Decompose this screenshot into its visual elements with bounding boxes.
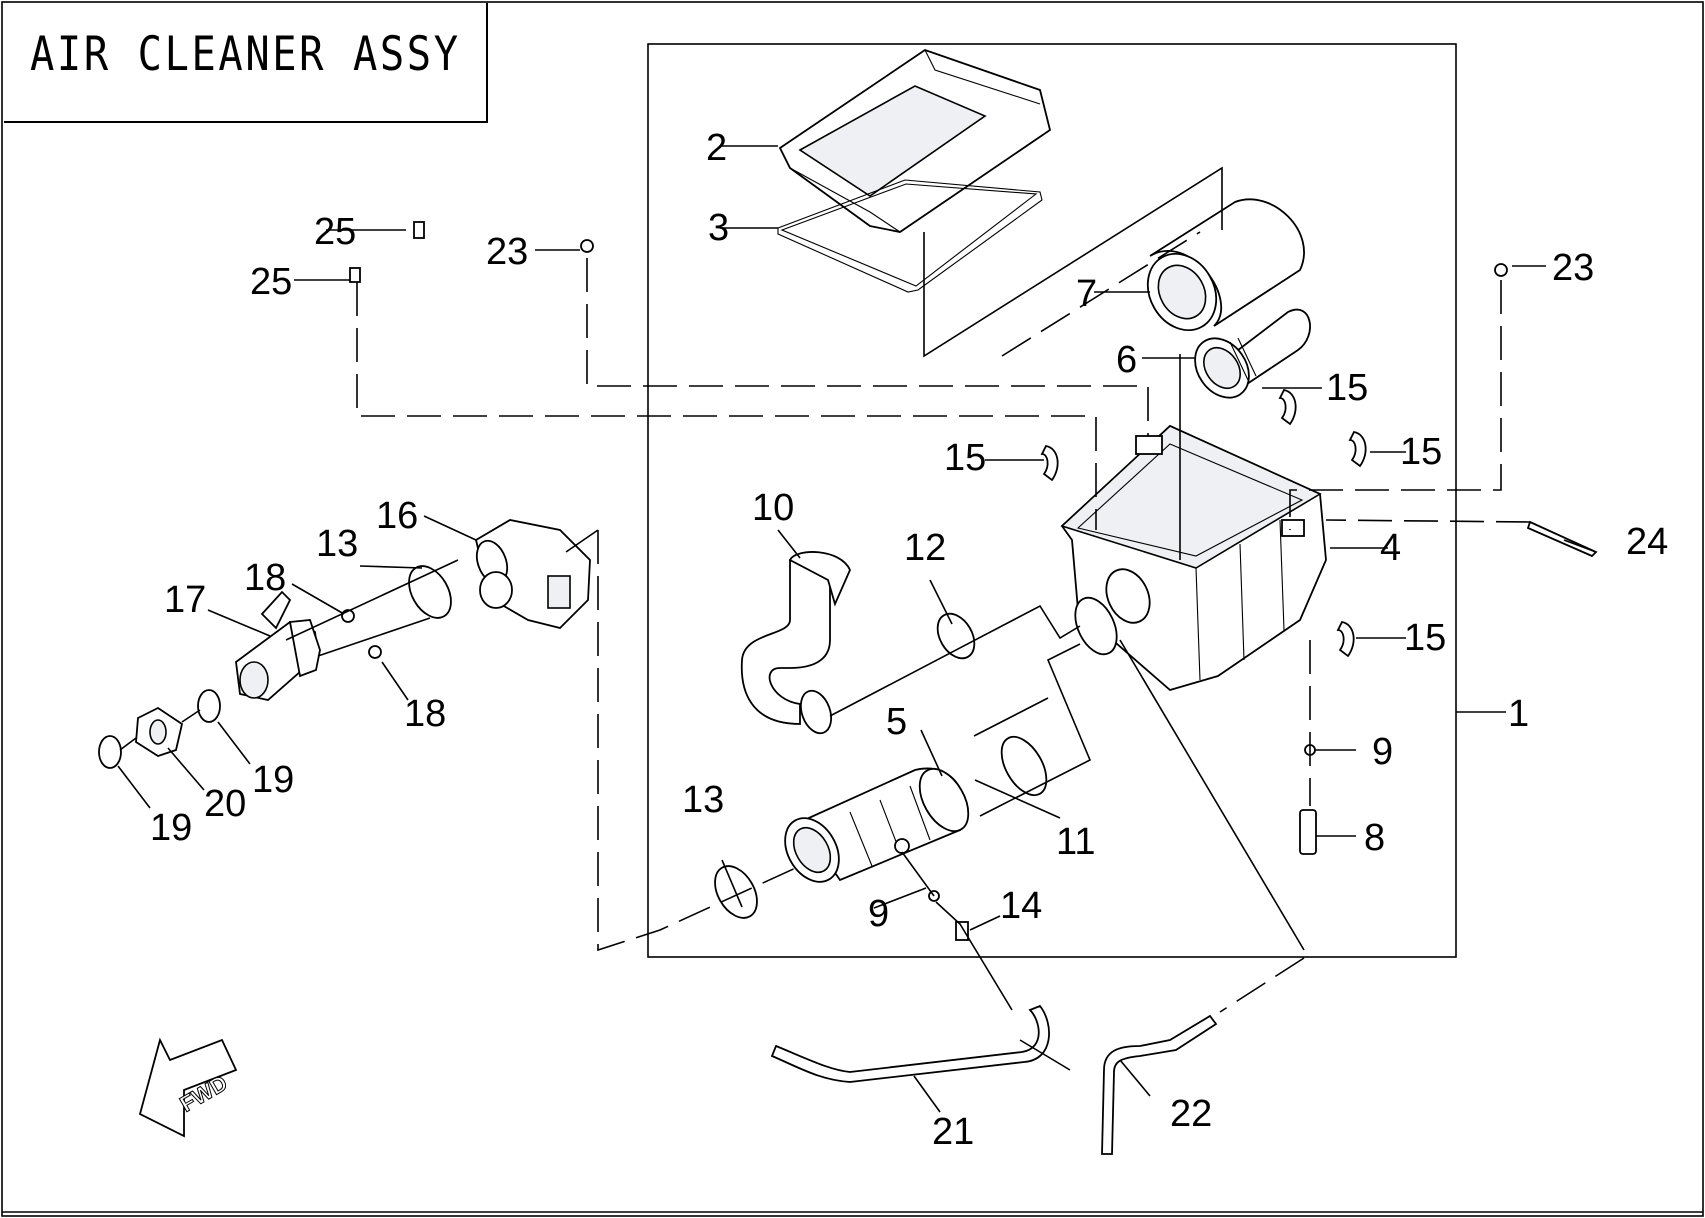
callout-12: 12	[904, 527, 946, 569]
callout-23b: 23	[1552, 247, 1594, 289]
callout-5: 5	[886, 701, 907, 743]
title-box: AIR CLEANER ASSY	[4, 3, 488, 123]
callout-6: 6	[1116, 339, 1137, 381]
callout-7: 7	[1076, 273, 1097, 315]
spring-clip	[1336, 621, 1355, 658]
callout-9a: 9	[1372, 731, 1393, 773]
hose-clamp	[936, 612, 976, 660]
callout-25a: 25	[314, 211, 356, 253]
fitting	[955, 921, 969, 941]
callout-3: 3	[708, 207, 729, 249]
clip	[413, 221, 425, 239]
diagram-title: AIR CLEANER ASSY	[30, 27, 461, 82]
assembly-lines	[117, 145, 1597, 1113]
callout-13b: 13	[682, 779, 724, 821]
callout-18b: 18	[404, 693, 446, 735]
spring-clip	[1040, 445, 1059, 482]
seal-ring	[1074, 596, 1118, 656]
callout-11: 11	[1056, 821, 1095, 863]
callout-19a: 19	[252, 759, 294, 801]
o-ring	[197, 689, 221, 723]
callout-1: 1	[1508, 693, 1529, 735]
callout-15c: 15	[944, 437, 986, 479]
intake-manifold	[235, 590, 321, 701]
intake-duct	[784, 767, 970, 883]
bolt	[580, 239, 594, 253]
callout-15a: 15	[1326, 367, 1368, 409]
callout-9b: 9	[868, 893, 889, 935]
callout-15b: 15	[1400, 431, 1442, 473]
callout-15d: 15	[1404, 617, 1446, 659]
spring-clip	[1348, 431, 1367, 468]
callout-19b: 19	[150, 807, 192, 849]
hose-clamp	[1000, 735, 1048, 797]
breather-tube	[770, 1004, 1050, 1083]
callout-numbers: 1 2 3 4 5 6 7 8 9 9 10 11 12 13 13 14 15…	[150, 127, 1668, 1153]
callout-16: 16	[376, 495, 418, 537]
breather-tube	[1101, 1014, 1218, 1155]
callout-24: 24	[1626, 521, 1668, 563]
air-box-housing	[1060, 424, 1327, 692]
nut	[368, 645, 382, 659]
callout-8: 8	[1364, 817, 1385, 859]
callout-2: 2	[706, 127, 727, 169]
callout-22: 22	[1170, 1093, 1212, 1135]
callout-25b: 25	[250, 261, 292, 303]
strap	[1526, 520, 1598, 558]
throttle-body	[474, 519, 591, 629]
spring-clip	[1278, 389, 1297, 426]
forward-direction-arrow: FWD	[138, 1037, 238, 1138]
breather-hose	[740, 551, 851, 735]
callout-14: 14	[1000, 885, 1042, 927]
cover-gasket	[777, 179, 1043, 293]
filter-tube	[1194, 308, 1311, 399]
callout-21: 21	[932, 1111, 974, 1153]
assembly-frame	[647, 43, 1457, 958]
callout-20: 20	[204, 783, 246, 825]
callout-10: 10	[752, 487, 794, 529]
clip	[349, 267, 361, 283]
filter-element	[1146, 198, 1305, 332]
o-ring	[98, 735, 122, 769]
callout-17: 17	[164, 579, 206, 621]
drain-plug	[1299, 809, 1317, 855]
hose-clamp	[408, 565, 452, 619]
callout-13a: 13	[316, 523, 358, 565]
callout-23a: 23	[486, 231, 528, 273]
callout-4: 4	[1380, 527, 1401, 569]
callout-18a: 18	[244, 557, 286, 599]
bolt	[1494, 263, 1508, 277]
air-box-cover	[778, 49, 1052, 233]
